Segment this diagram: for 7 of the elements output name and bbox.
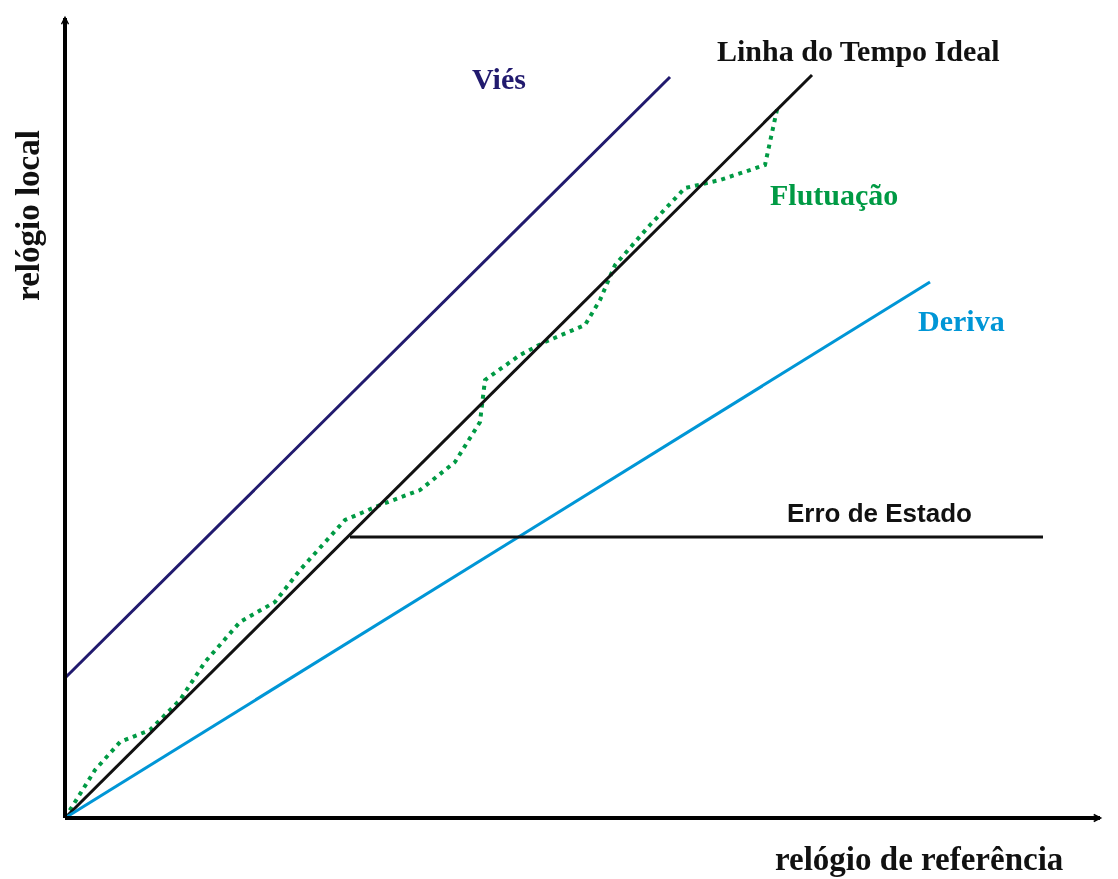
axis-title: relógio de referência — [775, 843, 1064, 876]
line-label: Deriva — [918, 306, 1005, 336]
line-label: Linha do Tempo Ideal — [717, 36, 1000, 66]
line-label: Viés — [472, 64, 526, 94]
axis-title: relógio local — [11, 129, 45, 301]
line-label: Erro de Estado — [787, 500, 972, 526]
curve-label: Flutuação — [770, 180, 899, 210]
